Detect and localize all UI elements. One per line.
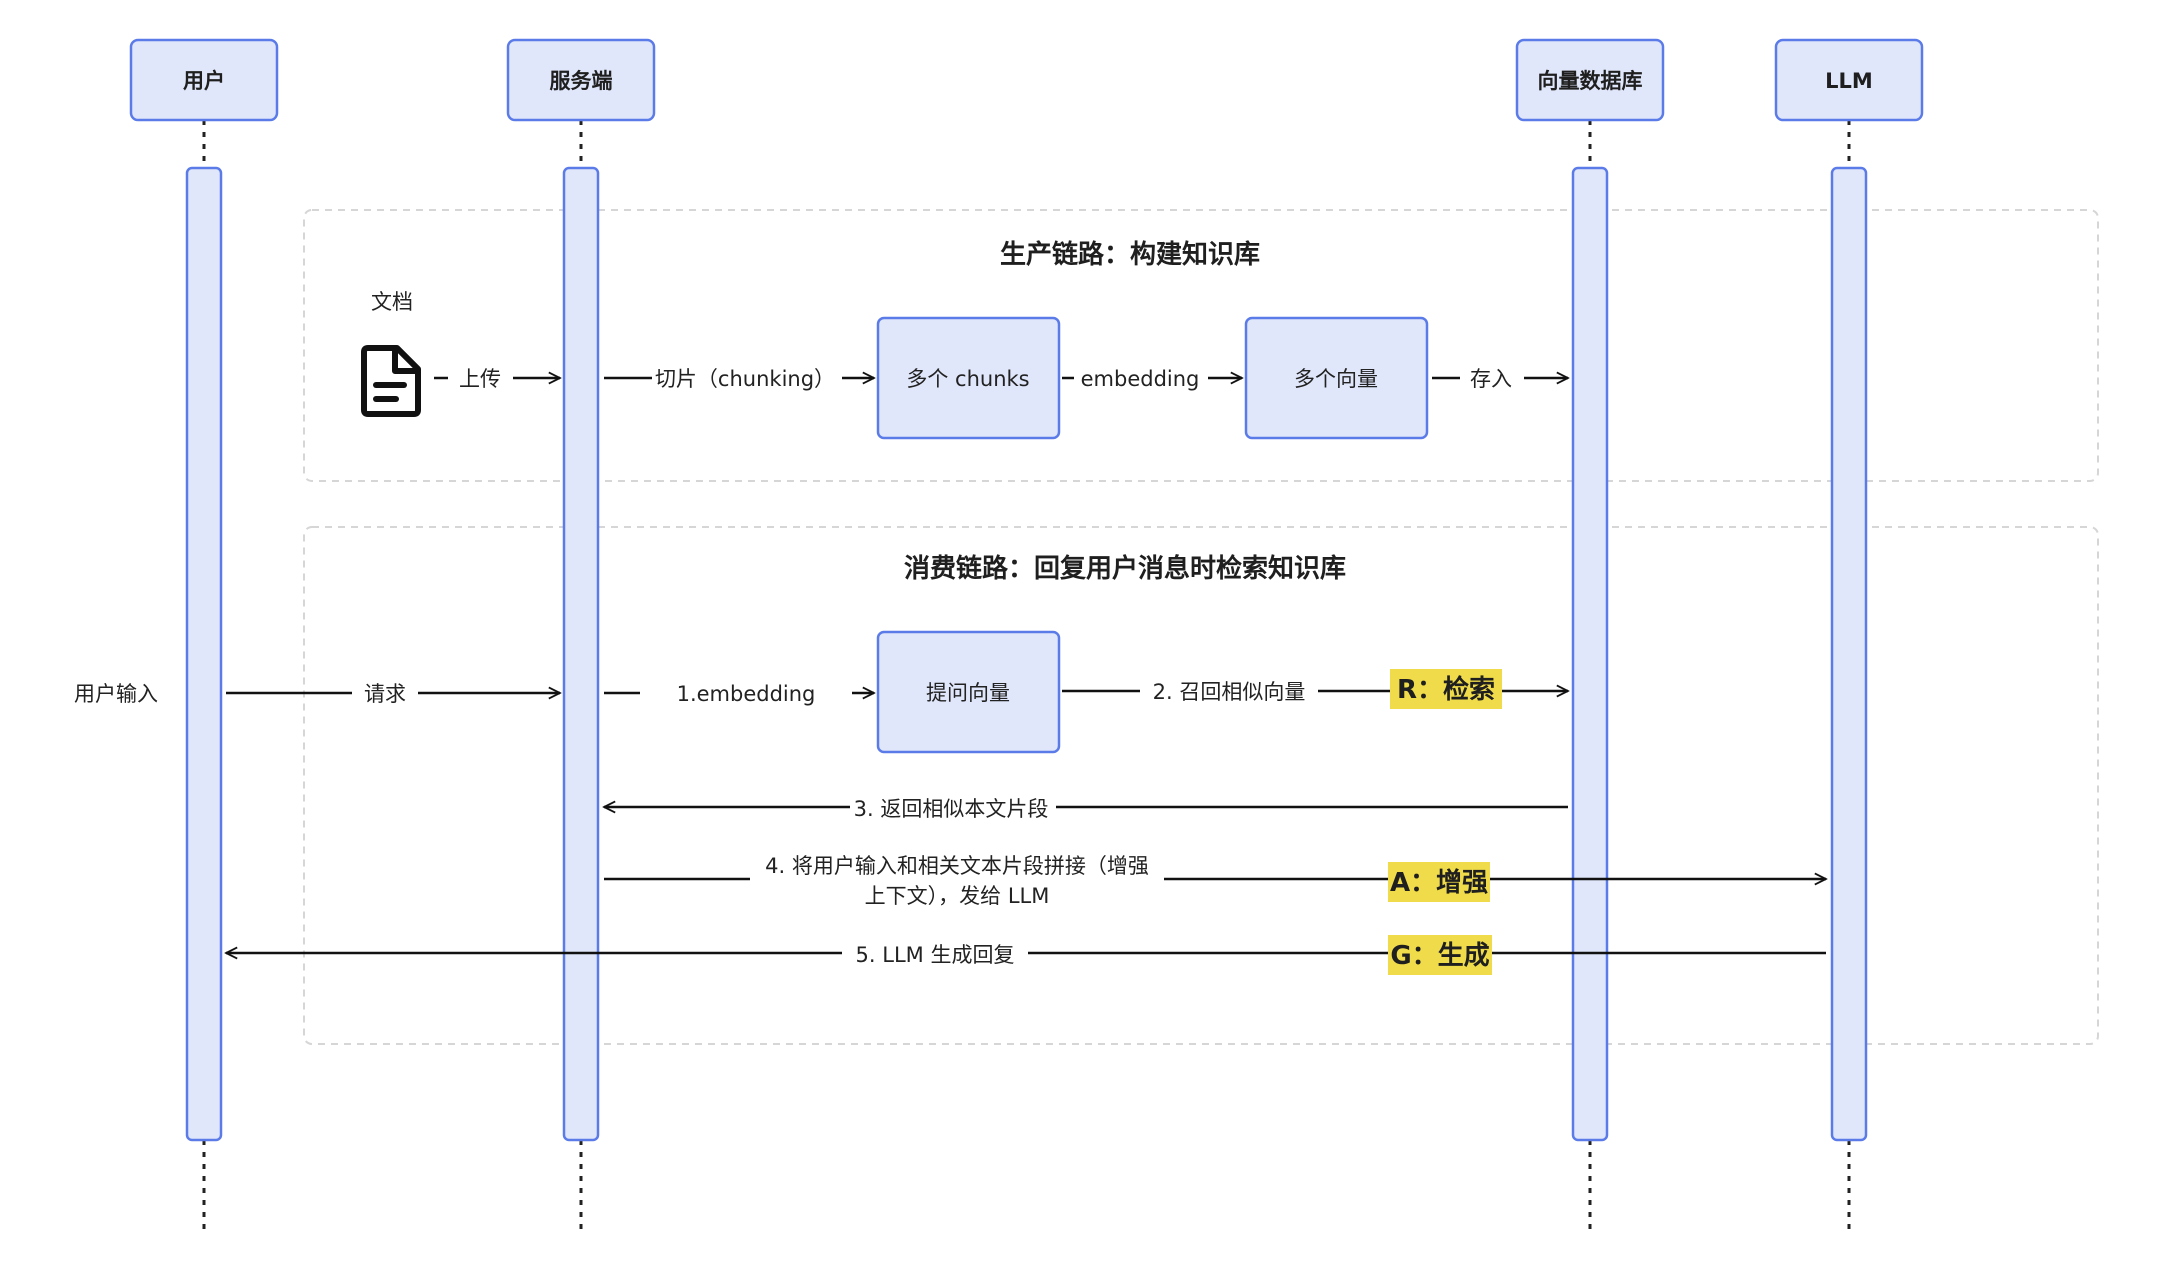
vectors-box-label: 多个向量 <box>1294 367 1378 391</box>
vectors-box <box>1244 316 1429 440</box>
user-activation <box>185 166 223 1142</box>
g-tag: G：生成 <box>1390 941 1489 971</box>
user-input-label: 用户输入 <box>74 682 158 706</box>
return-label: 3. 返回相似本文片段 <box>854 797 1049 821</box>
doc-label: 文档 <box>371 290 413 314</box>
g-tag-bg <box>1388 935 1492 975</box>
chunking-label: 切片（chunking） <box>655 367 835 391</box>
generate-label: 5. LLM 生成回复 <box>856 943 1015 967</box>
actor-vectordb: 向量数据库 <box>1515 38 1665 122</box>
concat-label-line1: 4. 将用户输入和相关文本片段拼接（增强 <box>765 854 1149 878</box>
actor-llm-label: LLM <box>1825 69 1873 93</box>
actor-server-label: 服务端 <box>550 69 613 93</box>
r-tag-bg <box>1390 669 1502 709</box>
embedding-label: embedding <box>1081 367 1200 391</box>
a-tag: A：增强 <box>1390 867 1488 898</box>
production-title: 生产链路：构建知识库 <box>1000 239 1260 270</box>
query-embedding-label: 1.embedding <box>677 682 816 706</box>
chunks-box-label: 多个 chunks <box>906 367 1029 391</box>
consumption-title: 消费链路：回复用户消息时检索知识库 <box>904 553 1346 584</box>
consumption-frame <box>303 526 2099 1045</box>
production-frame <box>303 209 2099 482</box>
r-tag: R：检索 <box>1397 674 1495 705</box>
actor-user-label: 用户 <box>183 69 225 93</box>
chunks-box <box>876 316 1061 440</box>
vectordb-activation <box>1571 166 1609 1142</box>
actor-server: 服务端 <box>506 38 656 122</box>
actor-user: 用户 <box>129 38 279 122</box>
request-label: 请求 <box>364 682 406 706</box>
concat-label-line2: 上下文），发给 LLM <box>865 884 1050 908</box>
llm-activation <box>1830 166 1868 1142</box>
recall-label: 2. 召回相似向量 <box>1153 680 1306 704</box>
upload-label: 上传 <box>459 367 501 391</box>
query-vector-box-label: 提问向量 <box>926 681 1010 705</box>
store-label: 存入 <box>1470 367 1512 391</box>
document-icon <box>361 345 421 417</box>
a-tag-bg <box>1388 862 1490 902</box>
server-activation <box>562 166 600 1142</box>
actor-llm: LLM <box>1774 38 1924 122</box>
query-vector-box <box>876 630 1061 754</box>
actor-vectordb-label: 向量数据库 <box>1538 69 1643 93</box>
